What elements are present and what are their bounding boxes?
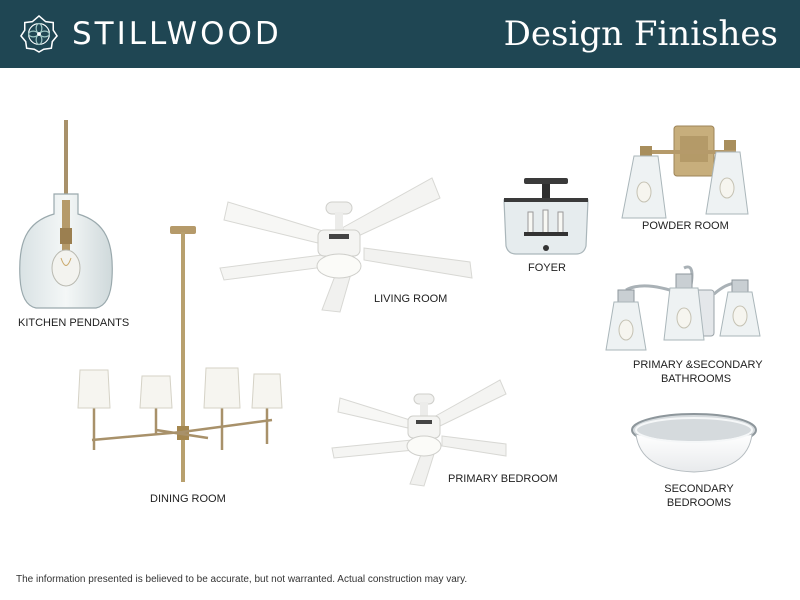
brand-name: STILLWOOD [72,16,282,52]
dining-room-label: DINING ROOM [150,493,226,505]
brass-vanity-light-icon [621,125,749,219]
brass-chandelier-icon [77,226,283,482]
white-ceiling-fan-icon [331,379,507,487]
bathrooms-label: PRIMARY &SECONDARY BATHROOMS [633,358,763,386]
disclaimer-text: The information presented is believed to… [16,574,468,585]
kitchen-pendants-label: KITCHEN PENDANTS [18,317,130,329]
glass-pendant-light-icon [19,120,113,309]
semi-flush-mount-light-icon [503,178,589,255]
secondary-bedrooms-label-line1: SECONDARY [664,483,734,495]
living-room-label: LIVING ROOM [374,293,448,305]
secondary-bedrooms-label: SECONDARY BEDROOMS [653,482,745,510]
flush-mount-light-icon [631,413,757,473]
bathrooms-label-line2: BATHROOMS [660,373,732,385]
powder-room-label: POWDER ROOM [642,220,729,232]
chrome-vanity-light-icon [605,265,761,351]
primary-bedroom-label: PRIMARY BEDROOM [448,473,558,485]
rosette-logo-icon [20,15,58,53]
page-title: Design Finishes [503,14,778,54]
secondary-bedrooms-label-line2: BEDROOMS [666,497,732,509]
foyer-label: FOYER [528,262,566,274]
bathrooms-label-line1: PRIMARY &SECONDARY [633,359,763,371]
header-bar: STILLWOOD Design Finishes [0,0,800,68]
white-ceiling-fan-icon [219,177,473,313]
